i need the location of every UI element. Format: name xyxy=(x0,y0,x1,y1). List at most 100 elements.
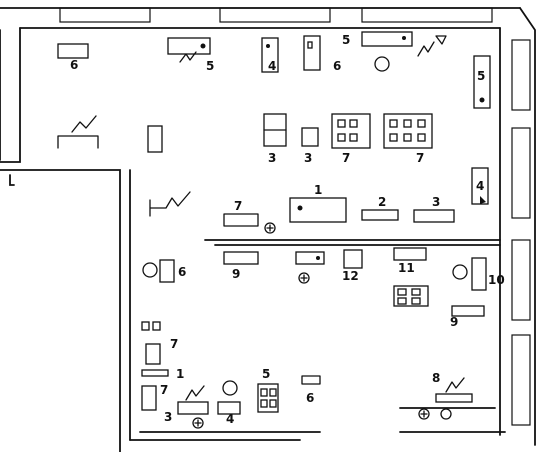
socket-5 xyxy=(440,408,452,420)
label-unit-12: 12 xyxy=(342,269,359,283)
cabinet-4-right-mark xyxy=(480,196,486,204)
label-table-5-bottom: 5 xyxy=(262,367,270,381)
seat-5b-3 xyxy=(260,399,268,408)
table-7-a xyxy=(331,113,371,149)
label-unit-3-b: 3 xyxy=(304,151,312,165)
label-cabinet-7-lower: 7 xyxy=(170,337,178,351)
label-desk-3-bottom: 3 xyxy=(164,410,172,424)
stool-lower-1 xyxy=(141,321,150,331)
stool-7a-1 xyxy=(337,119,346,128)
bench-middle-dot xyxy=(316,256,320,260)
label-bench-9: 9 xyxy=(232,267,240,281)
stool-10 xyxy=(452,264,468,280)
bench-9-right xyxy=(451,305,485,317)
unit-3-b xyxy=(301,127,319,147)
stool-7a-3 xyxy=(337,133,346,142)
stool-7b-6 xyxy=(417,133,426,142)
label-table-7-a: 7 xyxy=(342,151,350,165)
seat-5b-2 xyxy=(269,388,277,397)
label-bench-7: 7 xyxy=(234,199,242,213)
desk-4-bottom xyxy=(217,401,241,415)
cabinet-6-knob xyxy=(307,41,313,49)
corridor-inner xyxy=(9,174,15,186)
cabinet-4 xyxy=(261,37,279,73)
stool-bottom xyxy=(222,380,238,396)
label-bench-2: 2 xyxy=(378,195,386,209)
label-bench-9-right: 9 xyxy=(450,315,458,329)
cabinet-6 xyxy=(303,35,321,71)
bench-2 xyxy=(361,209,399,221)
stool-left-6 xyxy=(142,262,158,278)
table-5-bottom xyxy=(257,383,279,413)
right-window-3 xyxy=(511,239,531,321)
bench-11 xyxy=(393,247,427,261)
left-wall xyxy=(0,27,21,163)
seat-mr-2 xyxy=(411,288,421,296)
desk-1 xyxy=(289,197,347,223)
right-window-4 xyxy=(511,334,531,426)
label-desk-5-top-right: 5 xyxy=(342,33,350,47)
cabinet-7-bottom xyxy=(141,385,157,411)
desk-3-bottom xyxy=(177,401,209,415)
label-bench-6-bottom: 6 xyxy=(306,391,314,405)
lamp-symbol-bottom xyxy=(185,385,205,401)
cabinet-5-right xyxy=(473,55,491,109)
label-cabinet-4-right: 4 xyxy=(476,179,484,193)
socket-4-plus xyxy=(420,410,428,418)
socket-2-plus xyxy=(300,274,308,282)
table-7-b xyxy=(383,113,433,149)
cabinet-6-middle xyxy=(159,259,175,283)
label-bench-11: 11 xyxy=(398,261,415,275)
stool-top-right xyxy=(374,56,390,72)
stool-7b-1 xyxy=(389,119,398,128)
bench-8 xyxy=(435,393,473,403)
seat-5b-4 xyxy=(269,399,277,408)
desk-5-dot xyxy=(200,43,206,49)
label-desk-6-top-left: 6 xyxy=(70,58,78,72)
desk-5-top-right-dot xyxy=(402,36,406,40)
top-window-2 xyxy=(219,7,331,23)
stool-7a-2 xyxy=(349,119,358,128)
desk-1-dot xyxy=(297,205,303,211)
corridor-top xyxy=(0,169,121,452)
cabinet-5-right-dot xyxy=(479,97,485,103)
cabinet-4-dot xyxy=(266,44,270,48)
label-bench-1-lower: 1 xyxy=(176,367,184,381)
label-desk-4-bottom: 4 xyxy=(226,412,234,426)
cabinet-10 xyxy=(471,257,487,291)
desk-5-top xyxy=(167,37,211,55)
stool-7a-4 xyxy=(349,133,358,142)
label-cabinet-6: 6 xyxy=(333,59,341,73)
desk-5-top-right xyxy=(361,31,413,47)
socket-3-plus xyxy=(194,419,202,427)
lamp-symbol-top-right xyxy=(417,35,447,57)
stool-7b-2 xyxy=(403,119,412,128)
bench-7 xyxy=(223,213,259,227)
lamp-symbol-8 xyxy=(445,377,465,393)
label-desk-1: 1 xyxy=(314,183,322,197)
lamp-symbol-left xyxy=(71,115,97,133)
label-cabinet-10: 10 xyxy=(488,273,505,287)
unit-12 xyxy=(343,249,363,269)
label-table-7-b: 7 xyxy=(416,151,424,165)
right-window-2 xyxy=(511,127,531,219)
seat-mr-3 xyxy=(397,297,407,305)
label-cabinet-5-right: 5 xyxy=(477,69,485,83)
seat-mr-4 xyxy=(411,297,421,305)
label-desk-5-top: 5 xyxy=(206,59,214,73)
bench-1-lower xyxy=(141,369,169,377)
lamp-symbol-wall xyxy=(149,191,191,217)
stool-lower-2 xyxy=(152,321,161,331)
label-cabinet-7-bottom: 7 xyxy=(160,383,168,397)
label-bench-8: 8 xyxy=(432,371,440,385)
desk-left xyxy=(57,135,99,149)
label-cabinet-4: 4 xyxy=(268,59,276,73)
cabinet-left-middle xyxy=(147,125,163,153)
top-window-3 xyxy=(361,7,493,23)
walls xyxy=(0,7,536,452)
stool-7b-4 xyxy=(389,133,398,142)
stool-7b-5 xyxy=(403,133,412,142)
stool-7b-3 xyxy=(417,119,426,128)
right-outer-wall xyxy=(519,7,536,446)
